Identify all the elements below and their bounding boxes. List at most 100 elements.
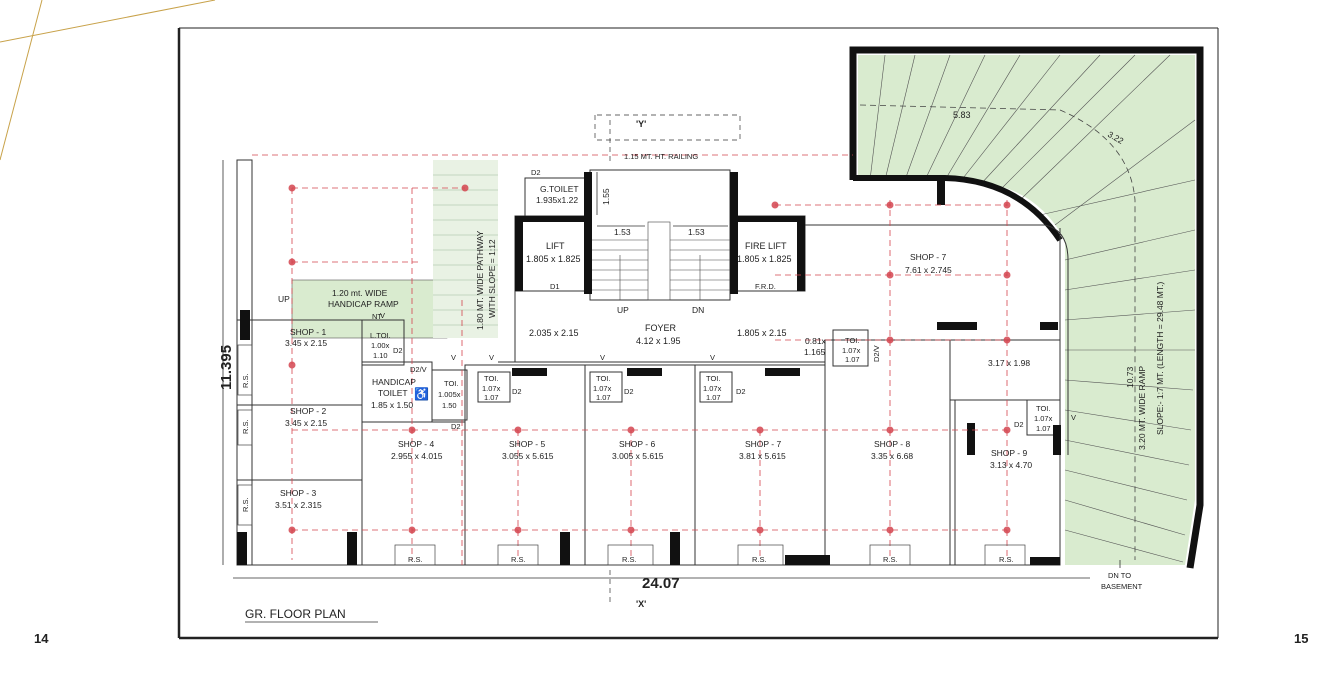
shop1-size: 3.45 x 2.15 bbox=[285, 338, 327, 348]
stair-up-label: UP bbox=[617, 305, 629, 315]
fire-lift-name: FIRE LIFT bbox=[745, 241, 787, 251]
wide-ramp-label-2: SLOPE:- 1:7 MT. (LENGTH = 29.48 MT.) bbox=[1155, 282, 1165, 435]
section-lines bbox=[594, 114, 741, 605]
d1-lift: D1 bbox=[550, 282, 560, 291]
overall-width-dim: 24.07 bbox=[642, 575, 680, 592]
v-ltoi: V bbox=[380, 311, 385, 320]
shop3-name: SHOP - 3 bbox=[280, 488, 316, 498]
d2-handicap: D2 bbox=[451, 422, 461, 431]
section-y-label: 'Y' bbox=[636, 119, 646, 129]
shop6-name: SHOP - 6 bbox=[619, 439, 655, 449]
shop7-lower-dim: 3.17 x 1.98 bbox=[988, 358, 1030, 368]
d2-toi7: D2 bbox=[736, 387, 746, 396]
railing-label: 1.15 MT. HT. RAILING bbox=[624, 152, 698, 161]
toi8-size1: 1.07x bbox=[842, 346, 861, 355]
shop7a-name: SHOP - 7 bbox=[745, 439, 781, 449]
d2-gtoilet: D2 bbox=[531, 168, 541, 177]
building-walls bbox=[236, 159, 1069, 566]
handicap-ramp-label-1: 1.20 mt. WIDE bbox=[332, 288, 388, 298]
side-dim: 0.81x bbox=[805, 336, 827, 346]
rs-label: R.S. bbox=[511, 555, 526, 564]
shop9-name: SHOP - 9 bbox=[991, 448, 1027, 458]
rs-label: R.S. bbox=[622, 555, 637, 564]
stair-dn-label: DN bbox=[692, 305, 704, 315]
d2-toi6: D2 bbox=[624, 387, 634, 396]
shop5-name: SHOP - 5 bbox=[509, 439, 545, 449]
foyer-right-dim: 1.805 x 2.15 bbox=[737, 328, 787, 338]
plan-title: GR. FLOOR PLAN bbox=[245, 607, 346, 621]
shop7b-size: 7.61 x 2.745 bbox=[905, 265, 952, 275]
toi6-size1: 1.07x bbox=[593, 384, 612, 393]
shop8-name: SHOP - 8 bbox=[874, 439, 910, 449]
ltoi-size2: 1.10 bbox=[373, 351, 388, 360]
toi7-name: TOI. bbox=[706, 374, 720, 383]
dimension-lines bbox=[222, 160, 1121, 623]
column-grid bbox=[252, 154, 1008, 565]
toi4-name: TOI. bbox=[444, 379, 458, 388]
handicap-ramp-area bbox=[291, 279, 448, 339]
d2-toi5: D2 bbox=[512, 387, 522, 396]
wheelchair-icon: ♿ bbox=[414, 387, 429, 401]
v-toi7: V bbox=[710, 353, 715, 362]
nt-label: NT bbox=[372, 312, 382, 321]
v-toi5: V bbox=[489, 353, 494, 362]
toi9-name: TOI. bbox=[1036, 404, 1050, 413]
shop6-size: 3.005 x 5.615 bbox=[612, 451, 664, 461]
wall-fills bbox=[237, 172, 1061, 565]
shop4-size: 2.955 x 4.015 bbox=[391, 451, 443, 461]
handicap-toilet-size: 1.85 x 1.50 bbox=[371, 400, 413, 410]
rs-label: R.S. bbox=[999, 555, 1014, 564]
toi9-size1: 1.07x bbox=[1034, 414, 1053, 423]
handicap-toilet-name-2: TOILET bbox=[378, 388, 408, 398]
basement-label-1: DN TO bbox=[1108, 571, 1131, 580]
d2v-handicap: D2/V bbox=[410, 365, 427, 374]
rs-label: R.S. bbox=[241, 497, 250, 512]
page-number-left: 14 bbox=[34, 631, 49, 646]
ramp-up-label: UP bbox=[278, 294, 290, 304]
car-ramp-area bbox=[858, 55, 1195, 565]
toi7-size2: 1.07 bbox=[706, 393, 721, 402]
ltoi-name: L.TOI. bbox=[370, 331, 391, 340]
rs-label: R.S. bbox=[241, 373, 250, 388]
handicap-ramp-label-2: HANDICAP RAMP bbox=[328, 299, 399, 309]
rs-label: R.S. bbox=[241, 419, 250, 434]
lift-name: LIFT bbox=[546, 241, 565, 251]
gold-corner-lines bbox=[0, 0, 216, 161]
ltoi-size1: 1.00x bbox=[371, 341, 390, 350]
shop5-size: 3.055 x 5.615 bbox=[502, 451, 554, 461]
foyer-name: FOYER bbox=[645, 323, 677, 333]
page-number-right: 15 bbox=[1294, 631, 1309, 646]
v-toi9: V bbox=[1071, 413, 1076, 422]
pathway-label-1: 1.80 MT. WIDE PATHWAY bbox=[475, 230, 485, 330]
overall-depth-dim: 11.395 bbox=[218, 345, 235, 390]
foyer-left-dim: 2.035 x 2.15 bbox=[529, 328, 579, 338]
section-x-label: 'X' bbox=[636, 599, 646, 609]
d2-toi9: D2 bbox=[1014, 420, 1024, 429]
toi6-size2: 1.07 bbox=[596, 393, 611, 402]
shop2-size: 3.45 x 2.15 bbox=[285, 418, 327, 428]
pathway-label-2: WITH SLOPE = 1:12 bbox=[487, 239, 497, 318]
toi5-name: TOI. bbox=[484, 374, 498, 383]
d2-ltoi: D2 bbox=[393, 346, 403, 355]
stair-landing-dim: 1.55 bbox=[601, 188, 611, 205]
shop3-size: 3.51 x 2.315 bbox=[275, 500, 322, 510]
side-dim-2: 1.165 bbox=[804, 347, 826, 357]
staircase bbox=[592, 221, 730, 301]
rs-boxes bbox=[237, 344, 1026, 566]
basement-label-2: BASEMENT bbox=[1101, 582, 1143, 591]
toi5-size1: 1.07x bbox=[482, 384, 501, 393]
ramp-length-dim: 10.73 bbox=[1125, 366, 1135, 388]
foyer-size: 4.12 x 1.95 bbox=[636, 336, 681, 346]
toi9-size2: 1.07 bbox=[1036, 424, 1051, 433]
toi4-size1: 1.005x bbox=[438, 390, 461, 399]
shop7a-size: 3.81 x 5.615 bbox=[739, 451, 786, 461]
shop1-name: SHOP - 1 bbox=[290, 327, 326, 337]
wide-ramp-label-1: 3.20 MT. WIDE RAMP bbox=[1137, 366, 1147, 450]
toi6-name: TOI. bbox=[596, 374, 610, 383]
toi8-size2: 1.07 bbox=[845, 355, 860, 364]
v-toi6: V bbox=[600, 353, 605, 362]
toi4-size2: 1.50 bbox=[442, 401, 457, 410]
grid-nodes bbox=[288, 184, 1011, 534]
shop8-size: 3.35 x 6.68 bbox=[871, 451, 913, 461]
